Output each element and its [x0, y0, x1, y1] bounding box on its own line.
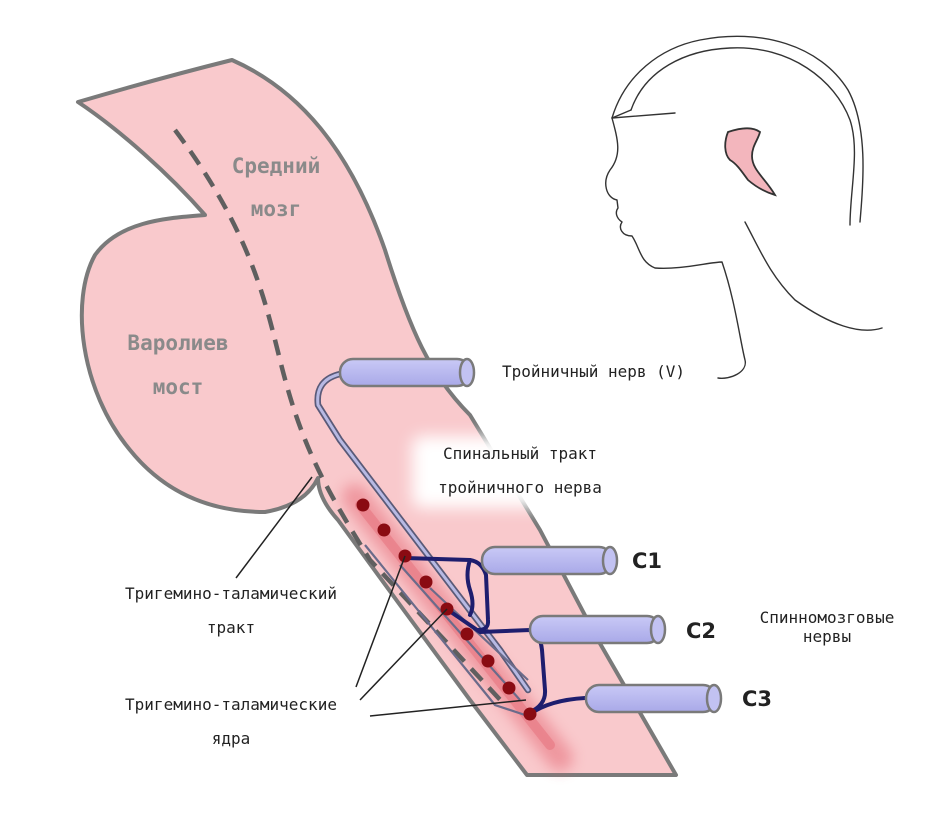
- midbrain-label: Средний мозг: [214, 156, 338, 220]
- label-glow: [412, 436, 622, 508]
- nucleus-core-band: [355, 500, 555, 750]
- nucleus-dot: [481, 654, 495, 668]
- nuclei-label-line-2: ядра: [211, 729, 251, 748]
- c3-label: C3: [742, 687, 773, 711]
- c1-label: C1: [632, 549, 663, 573]
- c3-nerve-cylinder: [584, 683, 723, 714]
- nucleus-dot: [356, 498, 370, 512]
- pons-label-line-1: Варолиев: [127, 331, 229, 355]
- trigeminal-nerve-label: Тройничный нерв (V): [502, 362, 686, 381]
- leader-nucleus-1: [355, 555, 406, 688]
- tract-lamina-2: [399, 564, 521, 701]
- head-profile: [605, 35, 883, 379]
- tract-label-line-2: тракт: [206, 618, 256, 637]
- nuclei-label-line-1: Тригемино-таламические: [125, 695, 337, 714]
- trigemino-thalamic-tract-label: Тригемино-таламический тракт: [100, 586, 362, 636]
- spinal-tract-label-line-1: Спинальный тракт: [442, 444, 598, 463]
- c1-branch: [465, 558, 475, 617]
- leader-tract: [235, 476, 313, 579]
- tract-label-line-1: Тригемино-таламический: [125, 584, 337, 603]
- brainstem-shape: [76, 58, 678, 777]
- trigeminal-nerve-cylinder: [338, 357, 476, 388]
- tract-lamina-1: [364, 544, 526, 717]
- nucleus-dot: [419, 575, 433, 589]
- midbrain-label-line-2: мозг: [250, 197, 302, 221]
- c2-nerve-cylinder: [528, 614, 667, 645]
- spinal-nerves-label-line-2: нервы: [802, 627, 852, 646]
- ear-brainstem-icon: [724, 127, 777, 197]
- nucleus-dot: [523, 707, 537, 721]
- spinal-tract-label: Спинальный тракт тройничного нерва: [420, 446, 620, 496]
- nucleus-dot: [377, 523, 391, 537]
- spinal-tract-inner: [316, 372, 530, 692]
- nucleus-dot: [460, 627, 474, 641]
- midbrain-label-line-1: Средний: [231, 154, 321, 178]
- spinal-nerves-label-line-1: Спинномозговые: [759, 608, 895, 627]
- pons-label-line-2: мост: [152, 375, 204, 399]
- leader-nucleus-2: [359, 608, 448, 701]
- c1-connector: [403, 556, 491, 632]
- leader-nucleus-3: [369, 699, 527, 717]
- pons-label: Варолиев мост: [108, 333, 248, 398]
- trigemino-thalamic-nuclei-label: Тригемино-таламические ядра: [100, 697, 362, 747]
- c2-label: C2: [686, 619, 717, 643]
- c1-nerve-cylinder: [480, 545, 619, 576]
- nucleus-dot: [502, 681, 516, 695]
- spinal-nerves-label: Спинномозговые нервы: [742, 610, 912, 645]
- spinal-tract-label-line-2: тройничного нерва: [438, 478, 602, 497]
